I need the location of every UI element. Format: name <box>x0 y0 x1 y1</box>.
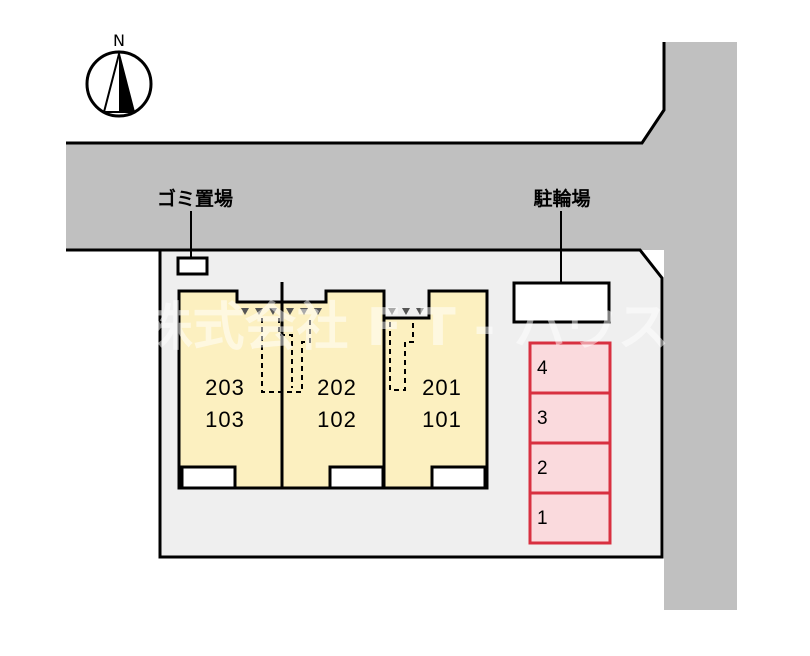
unit-number-lower: 101 <box>422 407 462 432</box>
balcony <box>430 465 487 490</box>
parking-space-number: 3 <box>537 408 548 429</box>
compass-label: N <box>113 31 125 50</box>
balcony <box>180 465 237 490</box>
parking-space-number: 4 <box>537 358 548 379</box>
parking-space <box>528 491 612 545</box>
unit-number-upper: 202 <box>317 375 357 400</box>
unit-number-lower: 102 <box>317 407 357 432</box>
road-horizontal <box>66 42 737 250</box>
parking-space-number: 2 <box>537 458 548 479</box>
unit-number-lower: 103 <box>205 407 245 432</box>
garbage-area-label: ゴミ置場 <box>157 187 233 210</box>
unit-number-upper: 203 <box>205 375 245 400</box>
parking-space <box>528 441 612 495</box>
unit-number-upper: 201 <box>422 375 462 400</box>
parking-space <box>528 391 612 445</box>
balcony <box>328 465 385 490</box>
north-arrow-icon: N <box>85 31 153 118</box>
road-edge <box>66 42 666 145</box>
parking-space-number: 1 <box>537 508 548 529</box>
bicycle-parking-label: 駐輪場 <box>533 187 590 210</box>
parking-space <box>528 341 612 395</box>
bicycle-parking <box>512 281 611 324</box>
watermark: 株式会社 F T - ハウス <box>141 298 670 358</box>
entrance-markers <box>241 308 424 315</box>
staircase-outline <box>261 318 414 393</box>
garbage-area <box>176 256 209 276</box>
